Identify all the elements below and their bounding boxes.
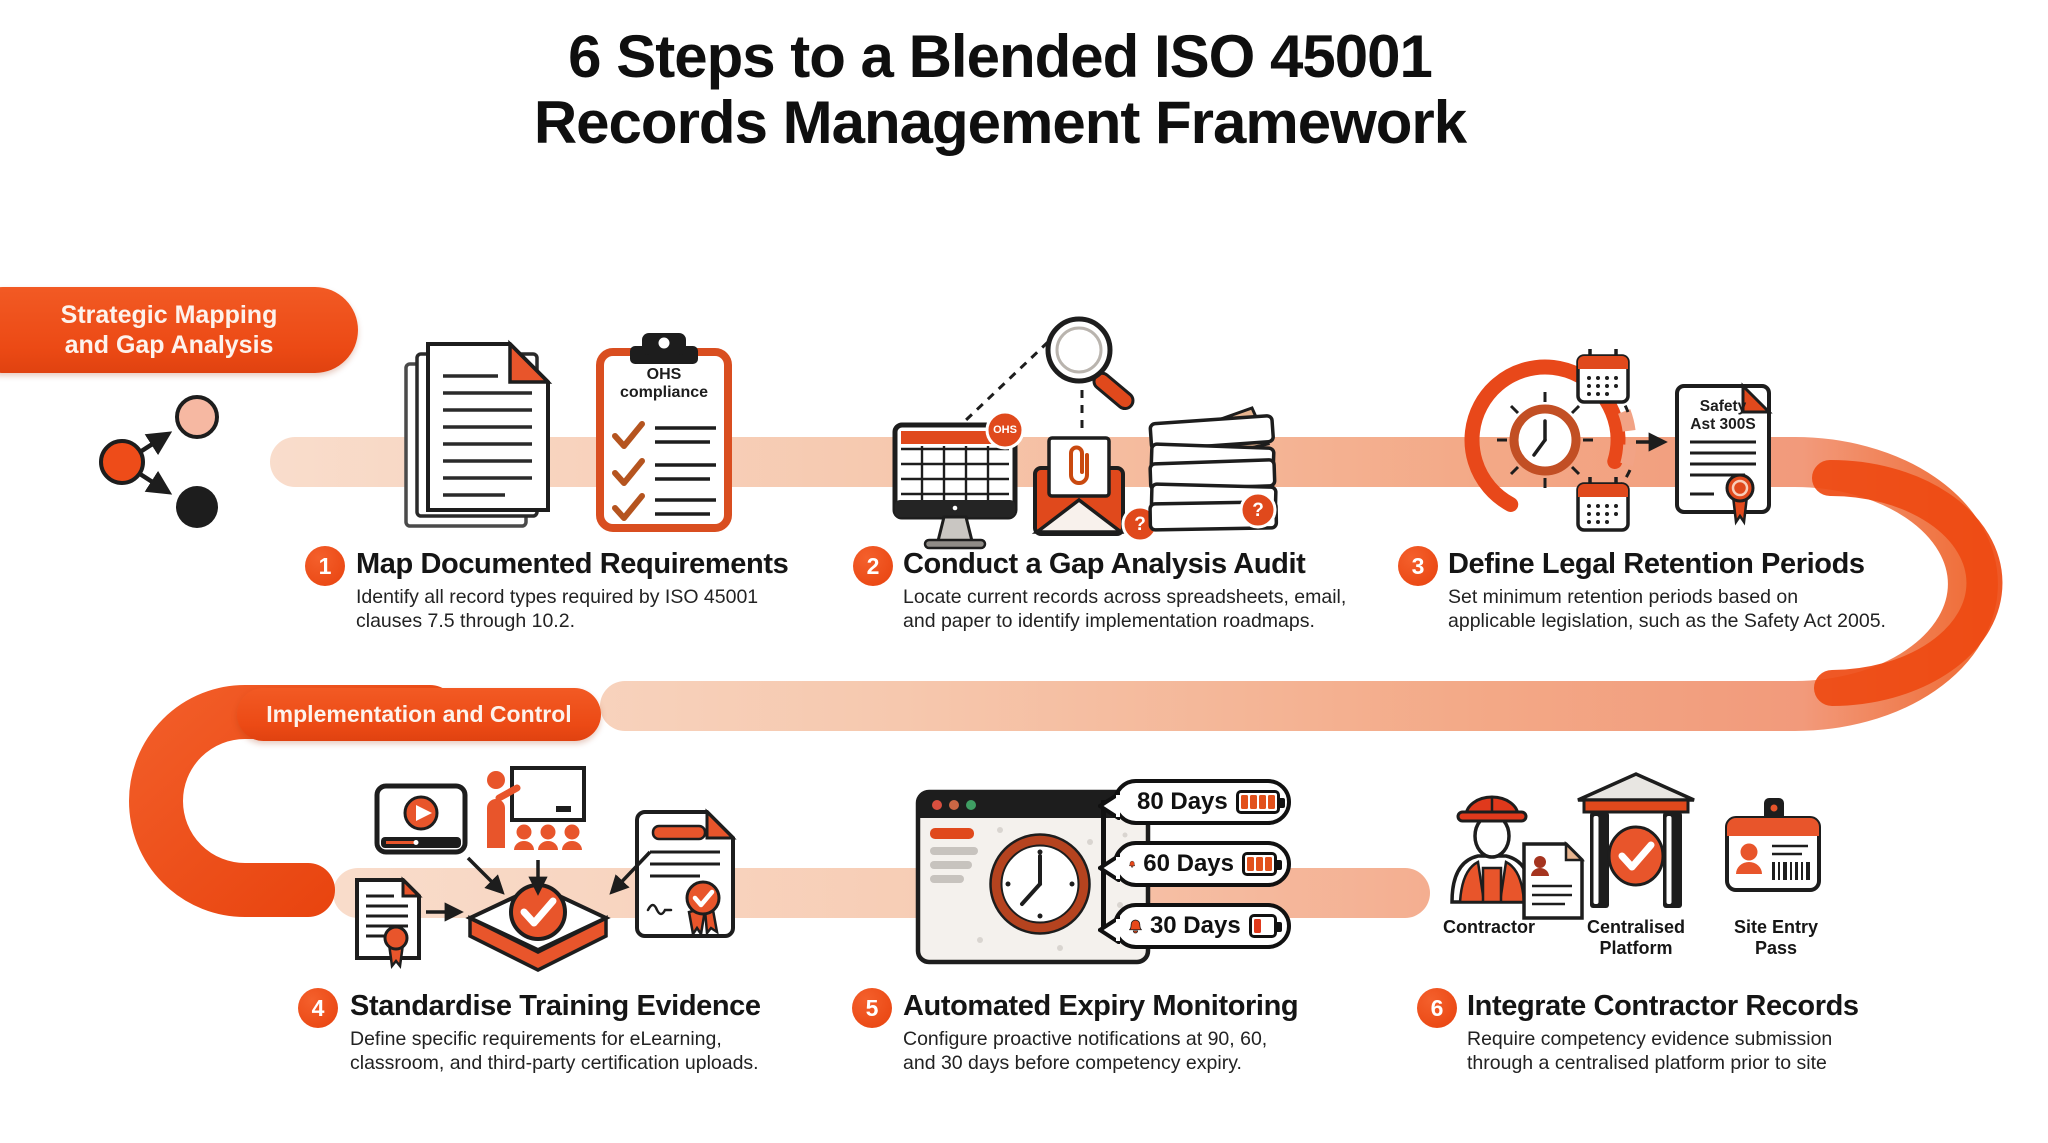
spreadsheet-monitor-icon [892, 410, 1025, 550]
ohs-badge: OHS [993, 424, 1017, 436]
step2-desc-line2: and paper to identify implementation roa… [903, 609, 1315, 632]
expiry-bubble-30: 30 Days [1098, 903, 1291, 949]
step1-title: Map Documented Requirements [356, 548, 789, 580]
battery-icon [1242, 852, 1282, 876]
document-stack-icon [404, 339, 553, 528]
page-title: 6 Steps to a Blended ISO 45001 Records M… [450, 24, 1550, 156]
bubble-label: 60 Days [1143, 850, 1234, 877]
step5-desc-line1: Configure proactive notifications at 90,… [903, 1028, 1268, 1050]
battery-icon [1235, 790, 1285, 814]
ohs-clipboard-icon [596, 333, 732, 532]
battery-bar [1258, 795, 1266, 809]
page-title-line1: 6 Steps to a Blended ISO 45001 [568, 23, 1433, 90]
centralised-label-line1: Centralised [1586, 917, 1686, 937]
magnifier-icon [964, 316, 1135, 432]
certificate-left-icon [355, 876, 423, 970]
question-badge-papers: ? [1252, 500, 1264, 521]
battery-icon [1248, 914, 1283, 938]
step6-number: 6 [1417, 988, 1457, 1028]
paper-pile-icon [1148, 406, 1279, 532]
step3-description: Set minimum retention periods based on a… [1448, 586, 1886, 633]
classroom-training-icon [487, 766, 586, 850]
site-pass-label-line2: Pass [1754, 938, 1798, 958]
step6-desc-line2: through a centralised platform prior to … [1467, 1051, 1827, 1074]
bell-icon [1129, 919, 1142, 934]
bubble-tail [1098, 792, 1120, 820]
bubble-tail [1098, 854, 1120, 882]
question-badge-email: ? [1134, 514, 1146, 535]
centralised-platform-label: Centralised Platform [1551, 917, 1721, 959]
expiry-bubble-60: 60 Days [1098, 841, 1291, 887]
step6-title: Integrate Contractor Records [1467, 990, 1859, 1022]
step3-desc-line2: applicable legislation, such as the Safe… [1448, 609, 1886, 632]
video-player-icon [374, 783, 468, 855]
phase2-banner: Implementation and Control [237, 688, 601, 741]
step2-number: 2 [853, 546, 893, 586]
calendar-top-icon [1576, 349, 1630, 404]
safety-act-document-icon [1675, 382, 1773, 526]
step4-number: 4 [298, 988, 338, 1028]
share-nodes-icon [99, 395, 219, 528]
step3-title: Define Legal Retention Periods [1448, 548, 1865, 580]
monitoring-dashboard-icon [915, 789, 1151, 965]
clipboard-label-line2: compliance [619, 384, 709, 401]
step5-title: Automated Expiry Monitoring [903, 990, 1299, 1022]
step1-description: Identify all record types required by IS… [356, 586, 758, 633]
site-entry-pass-icon [1725, 798, 1821, 892]
site-pass-label-line1: Site Entry [1733, 917, 1819, 937]
certificate-right-icon [635, 808, 737, 938]
contractor-label: Contractor [1404, 917, 1574, 938]
battery-bar [1253, 919, 1261, 933]
retention-doc-line2: Ast 300S [1690, 416, 1756, 433]
retention-cycle-icon [1464, 349, 1668, 532]
contractor-label-text: Contractor [1442, 917, 1535, 937]
phase1-banner-line2: and Gap Analysis [64, 331, 274, 359]
contractor-icon [1450, 795, 1586, 920]
battery-bar [1265, 857, 1272, 871]
bubble-label: 30 Days [1149, 912, 1241, 939]
site-entry-pass-label: Site Entry Pass [1691, 917, 1861, 959]
email-envelope-icon [1031, 436, 1159, 543]
step2-title: Conduct a Gap Analysis Audit [903, 548, 1306, 580]
battery-bar [1267, 795, 1275, 809]
step4-title: Standardise Training Evidence [350, 990, 761, 1022]
step5-description: Configure proactive notifications at 90,… [903, 1028, 1267, 1075]
step2-description: Locate current records across spreadshee… [903, 586, 1346, 633]
battery-bar [1256, 857, 1263, 871]
battery-bar [1240, 795, 1248, 809]
step6-desc-line1: Require competency evidence submission [1467, 1028, 1833, 1050]
page-title-line2: Records Management Framework [533, 89, 1467, 156]
retention-doc-label: Safety Ast 300S [1680, 398, 1766, 434]
centralised-platform-icon [1577, 772, 1695, 908]
battery-bar [1247, 857, 1254, 871]
step5-desc-line2: and 30 days before competency expiry. [903, 1051, 1242, 1074]
step1-desc-line2: clauses 7.5 through 10.2. [356, 609, 575, 632]
step4-description: Define specific requirements for eLearni… [350, 1028, 759, 1075]
expiry-bubble-80: 80 Days [1098, 779, 1291, 825]
calendar-bottom-icon [1576, 477, 1630, 532]
clipboard-label-line1: OHS [646, 366, 682, 383]
step1-desc-line1: Identify all record types required by IS… [356, 586, 759, 608]
battery-bar [1249, 795, 1257, 809]
bell-icon [1129, 860, 1136, 868]
phase1-banner: Strategic Mapping and Gap Analysis [0, 287, 358, 373]
step1-number: 1 [305, 546, 345, 586]
step4-desc-line2: classroom, and third-party certification… [350, 1051, 759, 1074]
platform-check-icon [465, 883, 611, 972]
step3-desc-line1: Set minimum retention periods based on [1448, 586, 1799, 608]
retention-doc-line1: Safety [1699, 398, 1747, 415]
bubble-label: 80 Days [1137, 788, 1228, 815]
step6-description: Require competency evidence submission t… [1467, 1028, 1832, 1075]
bubble-tail [1098, 916, 1120, 944]
training-flow-arrows [426, 850, 652, 922]
phase1-banner-line1: Strategic Mapping [60, 301, 278, 329]
centralised-label-line2: Platform [1599, 938, 1673, 958]
step4-desc-line1: Define specific requirements for eLearni… [350, 1028, 722, 1050]
step3-number: 3 [1398, 546, 1438, 586]
phase2-banner-label: Implementation and Control [266, 701, 572, 727]
clipboard-label: OHS compliance [608, 366, 720, 402]
step5-number: 5 [852, 988, 892, 1028]
step2-desc-line1: Locate current records across spreadshee… [903, 586, 1347, 608]
